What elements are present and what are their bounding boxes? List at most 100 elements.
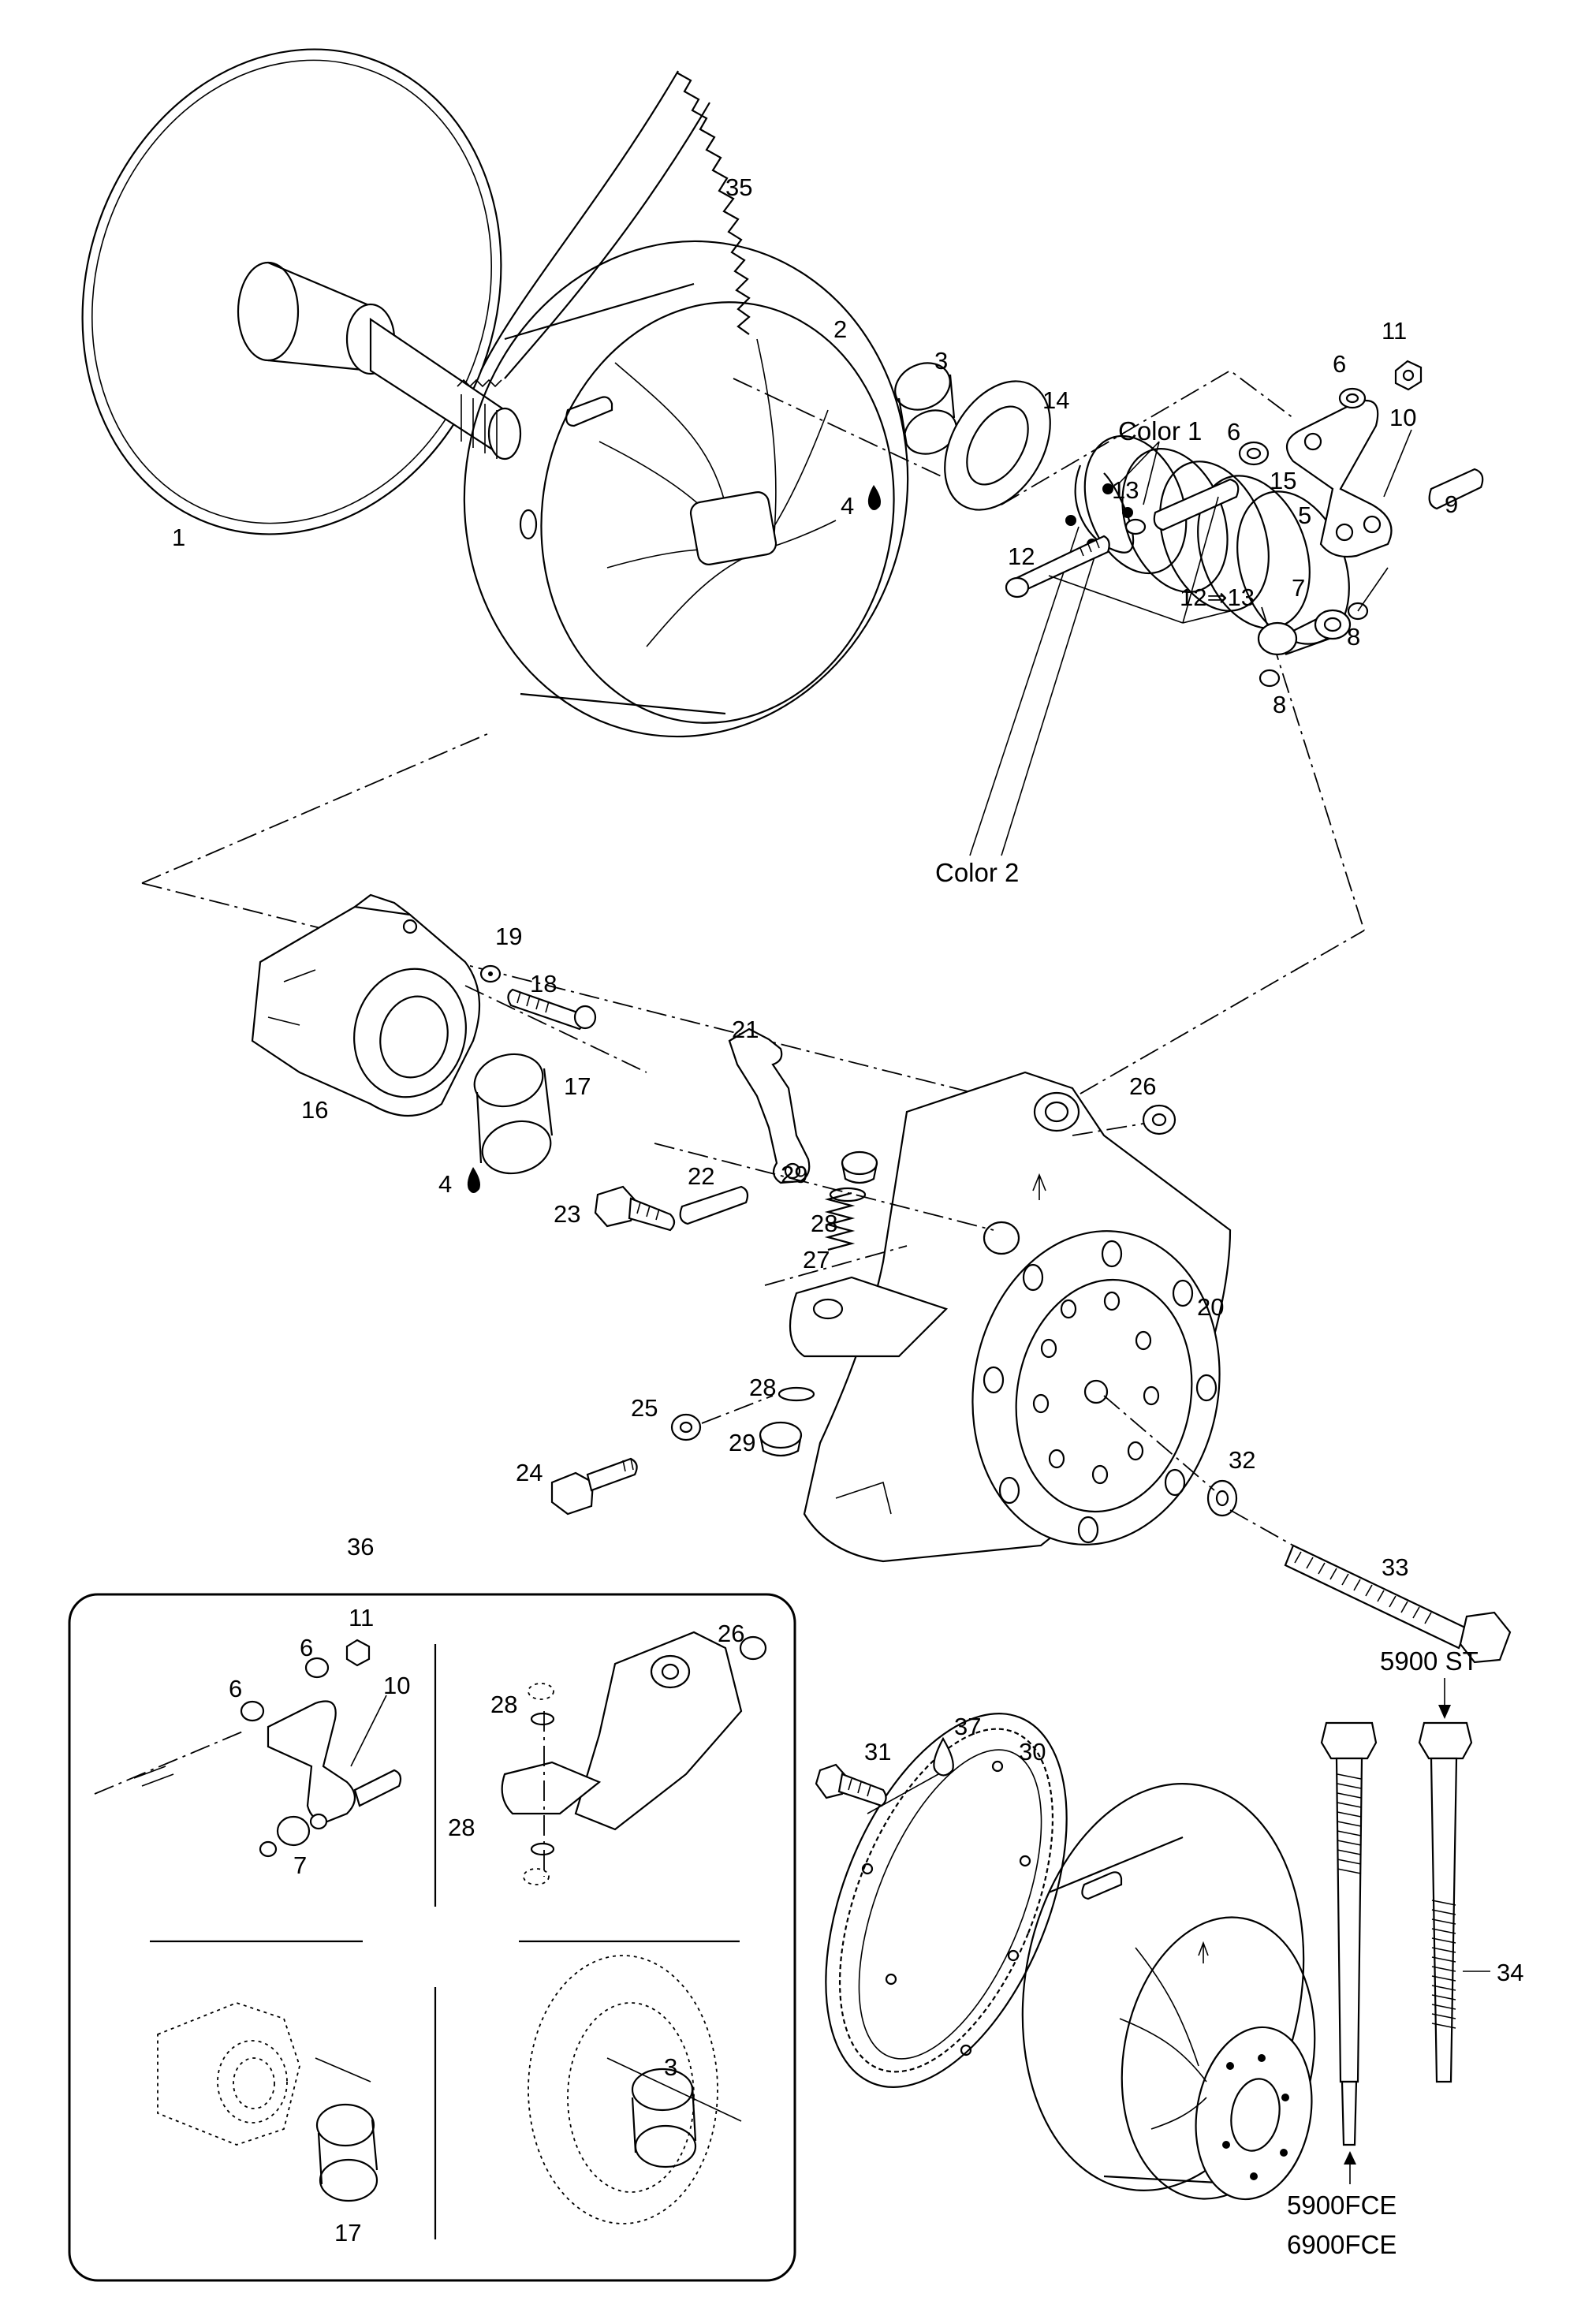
washer-26 <box>1072 1104 1176 1136</box>
bolt-33 <box>1229 1509 1512 1664</box>
callout-29b: 29 <box>729 1429 755 1456</box>
inset-callout-7: 7 <box>293 1851 307 1879</box>
label-5900-st: 5900 ST <box>1380 1646 1479 1676</box>
callout-4a: 4 <box>841 492 854 520</box>
callout-12: 12 <box>1008 543 1035 570</box>
inset-callout-26: 26 <box>718 1620 744 1647</box>
cap-29b <box>759 1421 803 1457</box>
callout-17: 17 <box>564 1072 591 1100</box>
inset-35 <box>68 1593 796 2282</box>
callout-34: 35 <box>725 173 752 201</box>
bolt-23 <box>594 1185 676 1232</box>
ramp-21 <box>728 1027 811 1184</box>
o-ring-28a <box>829 1187 867 1203</box>
drive-belt-34 <box>480 70 751 379</box>
callout-13: 13 <box>1112 476 1139 504</box>
bolt-circle <box>1032 1291 1160 1485</box>
inset-spider <box>157 2002 378 2202</box>
callout-6b: 6 <box>1227 418 1240 446</box>
callout-8b: 8 <box>1347 623 1360 651</box>
callout-21: 21 <box>732 1016 759 1043</box>
assembled-drive-pulley <box>1021 1783 1316 2201</box>
inset-cup-arm <box>501 1631 767 1885</box>
washer-14 <box>944 380 1051 511</box>
pin-22 <box>679 1185 749 1225</box>
callout-31: 31 <box>864 1738 891 1766</box>
callout-36: 34 <box>1497 1959 1523 1986</box>
callout-22: 22 <box>688 1162 714 1190</box>
washer-19 <box>479 964 502 983</box>
bushing-3 <box>894 362 957 455</box>
spring-15 <box>969 434 1365 931</box>
callout-15: 15 <box>1270 467 1296 494</box>
callout-2: 2 <box>833 315 847 343</box>
callout-9: 9 <box>1445 490 1458 518</box>
inset-callout-28a: 28 <box>490 1691 517 1718</box>
washer-25 <box>670 1395 774 1441</box>
grease-drop-icon <box>867 485 881 510</box>
callout-5: 5 <box>1298 502 1311 529</box>
callout-24: 24 <box>516 1459 543 1486</box>
callout-23: 23 <box>554 1200 580 1228</box>
bolt-31 <box>815 1763 887 1807</box>
callout-26: 26 <box>1129 1072 1156 1100</box>
bolt-24 <box>550 1457 638 1516</box>
callout-29a: 29 <box>781 1161 807 1188</box>
puller-bolt-5900st <box>1418 1721 1473 2083</box>
inset-callout-10: 10 <box>383 1672 410 1699</box>
ring-gear-30 <box>825 1713 1068 2088</box>
spring-27 <box>824 1191 856 1251</box>
callout-33: 33 <box>1382 1553 1408 1581</box>
callout-6a: 6 <box>1333 350 1346 378</box>
governor-cup-20 <box>654 1071 1232 1563</box>
washer-32 <box>1103 1395 1238 1517</box>
lever-assembly <box>1001 360 1484 688</box>
arrow-5900st <box>1438 1678 1451 1719</box>
callout-28a: 28 <box>811 1210 837 1237</box>
label-color-2: Color 2 <box>935 858 1019 887</box>
label-color-1: Color 1 <box>1118 416 1202 446</box>
arrow-5900fce <box>1344 2151 1356 2184</box>
spider-16 <box>251 893 647 1117</box>
bushing-17 <box>473 1053 554 1175</box>
callout-14: 14 <box>1042 386 1069 414</box>
callout-12-to-13: 12⇒13 <box>1180 584 1255 611</box>
callout-37: 37 <box>954 1713 981 1740</box>
assembly-frame-dashed <box>141 733 1365 1113</box>
fixed-sheave-1 <box>81 48 522 535</box>
o-ring-28b <box>777 1386 815 1402</box>
callout-20: 20 <box>1197 1293 1224 1321</box>
callout-28b: 28 <box>749 1374 776 1401</box>
callout-4b: 4 <box>438 1170 452 1198</box>
callout-19: 19 <box>495 923 522 950</box>
label-6900fce: 6900FCE <box>1287 2230 1396 2259</box>
callout-8a: 8 <box>1273 691 1286 718</box>
callout-3: 3 <box>934 347 948 375</box>
callout-10: 10 <box>1389 404 1416 431</box>
callout-1: 1 <box>172 524 185 551</box>
puller-bolt-5900fce <box>1320 1721 1378 2146</box>
callout-30: 30 <box>1019 1738 1046 1766</box>
inset-callout-17: 17 <box>334 2219 361 2247</box>
callout-35: 36 <box>347 1533 374 1560</box>
callout-11: 11 <box>1382 317 1407 345</box>
thread-locker-drop-37 <box>867 1736 954 1814</box>
grease-drop-icon <box>467 1167 480 1193</box>
callout-32: 32 <box>1229 1446 1255 1474</box>
inset-callout-6b: 6 <box>229 1675 242 1702</box>
cap-29a <box>841 1150 878 1184</box>
label-5900fce: 5900FCE <box>1287 2191 1396 2220</box>
inset-callout-3: 3 <box>664 2053 677 2081</box>
callout-27: 27 <box>803 1246 830 1273</box>
inset-callout-11: 11 <box>349 1604 374 1631</box>
callout-16: 16 <box>301 1096 328 1124</box>
movable-sheave-2 <box>463 240 1002 738</box>
inset-sheave <box>528 1955 742 2224</box>
outer-holes <box>983 1240 1218 1544</box>
callout-18: 18 <box>530 970 557 997</box>
inset-callout-28b: 28 <box>448 1814 475 1841</box>
callout-7: 7 <box>1292 574 1305 602</box>
callout-25: 25 <box>631 1394 658 1422</box>
inset-lever <box>94 1639 402 1858</box>
